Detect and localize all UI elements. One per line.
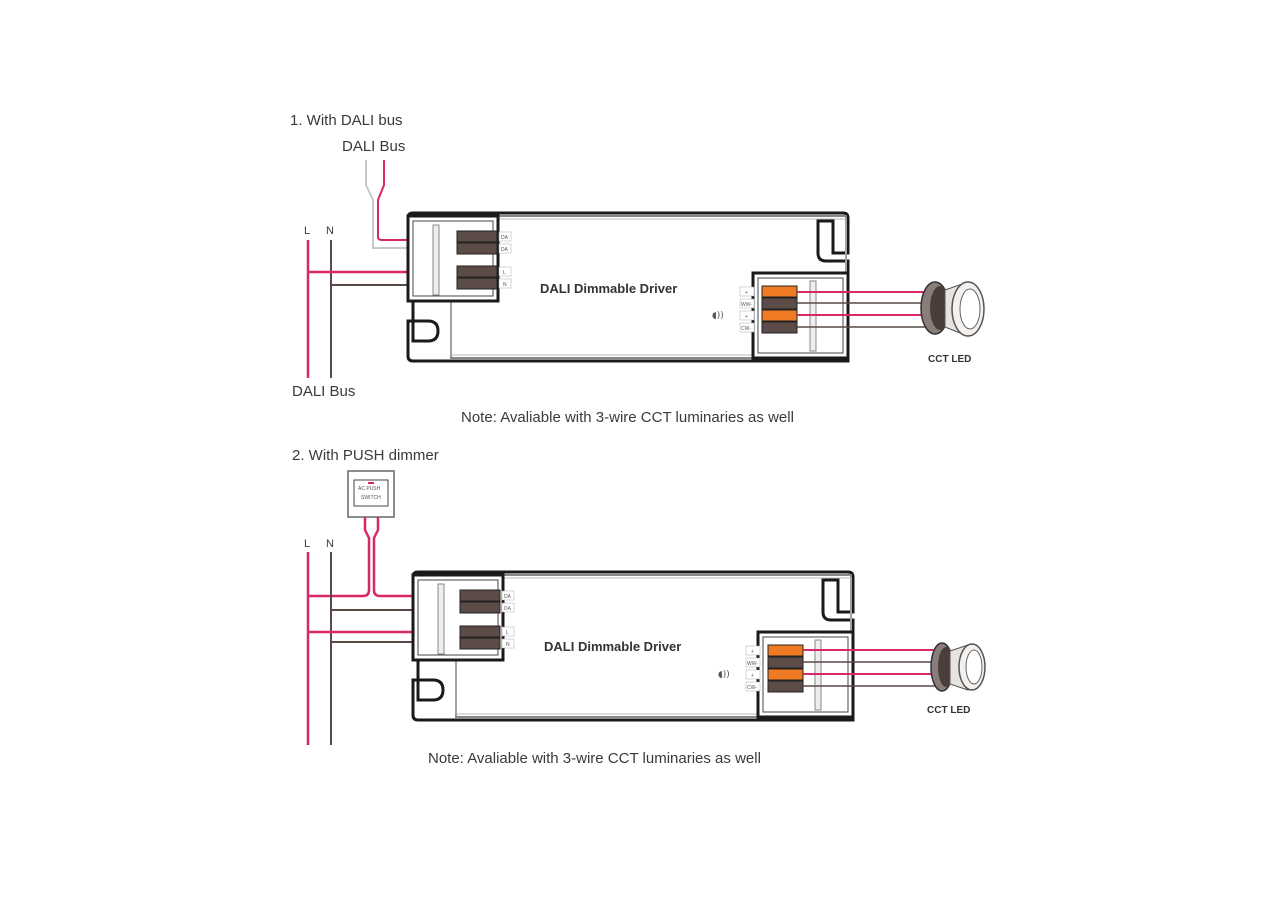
driver-label-2: DALI Dimmable Driver [544,639,681,654]
dali-bus-top-label: DALI Bus [342,138,405,155]
note-2: Note: Avaliable with 3-wire CCT luminari… [428,750,761,767]
terminal-label-cw-2: CW- [747,685,757,691]
terminal-label-plus1-2: + [751,649,754,655]
cct-led-label-2: CCT LED [927,705,970,716]
diagram-2-push-dimmer: 2. With PUSH dimmer AC PUSH SWITCH L N [292,447,986,767]
neutral-label-2: N [326,538,334,550]
terminal-label-da2-2: DA [504,606,512,612]
diagram-2-heading: 2. With PUSH dimmer [292,447,439,464]
signal-icon-2: ◖)) [718,670,730,680]
driver-label-1: DALI Dimmable Driver [540,281,677,296]
neutral-label-1: N [326,225,334,237]
cct-led-label-1: CCT LED [928,354,971,365]
terminal-label-plus2-2: + [751,673,754,679]
terminal-label-da1-2: DA [504,594,512,600]
dali-bus-bottom-label: DALI Bus [292,383,355,400]
signal-icon-1: ◖)) [712,311,724,321]
switch-wire-da [372,517,460,598]
switch-label-1: AC PUSH [358,486,381,492]
terminal-label-l-2: L [506,630,509,636]
terminal-label-n: N [503,282,507,288]
switch-wire-live [308,517,371,598]
input-terminal-block-2: DA DA L N [459,589,515,650]
terminal-label-da1: DA [501,235,509,241]
line-label-1: L [304,225,310,237]
line-label-2: L [304,538,310,550]
note-1: Note: Avaliable with 3-wire CCT luminari… [461,409,794,426]
terminal-label-l: L [503,270,506,276]
terminal-label-cw: CW- [741,326,751,332]
diagram-1-dali-bus: 1. With DALI bus DALI Bus L N DALI Bus D… [290,112,985,426]
input-terminal-block-1: DA DA L N [456,230,512,290]
terminal-label-ww: WW- [741,302,752,308]
push-switch: AC PUSH SWITCH [347,470,395,518]
diagram-1-heading: 1. With DALI bus [290,112,403,129]
output-terminal-block-2: + WW- + CW- ◖)) [718,644,804,693]
terminal-label-plus1: + [745,290,748,296]
terminal-label-da2: DA [501,247,509,253]
terminal-label-plus2: + [745,314,748,320]
dali-bus-wire-red [377,160,460,241]
dali-bus-wire-grey [365,160,460,249]
cct-led-lamp-icon-1 [920,281,985,337]
terminal-label-n-2: N [506,642,510,648]
terminal-label-ww-2: WW- [747,661,758,667]
cct-led-lamp-icon-2 [930,642,986,692]
output-terminal-block-1: + WW- + CW- ◖)) [712,285,798,334]
switch-label-2: SWITCH [361,495,381,501]
